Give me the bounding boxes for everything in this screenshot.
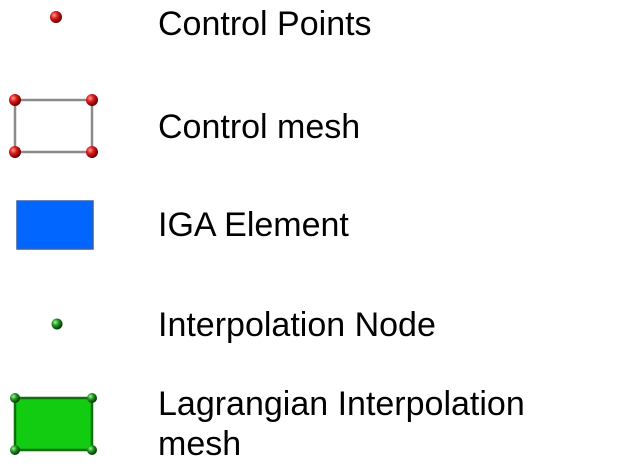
- legend-label-control-mesh: Control mesh: [158, 108, 361, 146]
- legend-label-control-points: Control Points: [158, 5, 372, 43]
- legend-item-control-points: Control Points: [0, 0, 619, 60]
- legend-label-iga-element: IGA Element: [158, 206, 349, 244]
- green-lagrangian-mesh-icon: [10, 393, 97, 455]
- legend-item-iga-element: IGA Element: [0, 190, 619, 260]
- control-mesh-icon: [9, 94, 98, 158]
- legend-label-lagrangian-line2: mesh: [158, 425, 242, 463]
- legend-label-lagrangian-line1: Lagrangian Interpolation: [158, 385, 525, 423]
- legend-item-lagrangian-mesh: Lagrangian Interpolation mesh: [0, 380, 619, 471]
- green-interpolation-node-icon: [51, 318, 63, 330]
- blue-iga-element-icon: [16, 200, 94, 250]
- legend-item-interpolation-node: Interpolation Node: [0, 300, 619, 360]
- red-control-point-icon: [50, 11, 62, 23]
- legend-item-control-mesh: Control mesh: [0, 85, 619, 165]
- legend-label-interpolation-node: Interpolation Node: [158, 306, 436, 344]
